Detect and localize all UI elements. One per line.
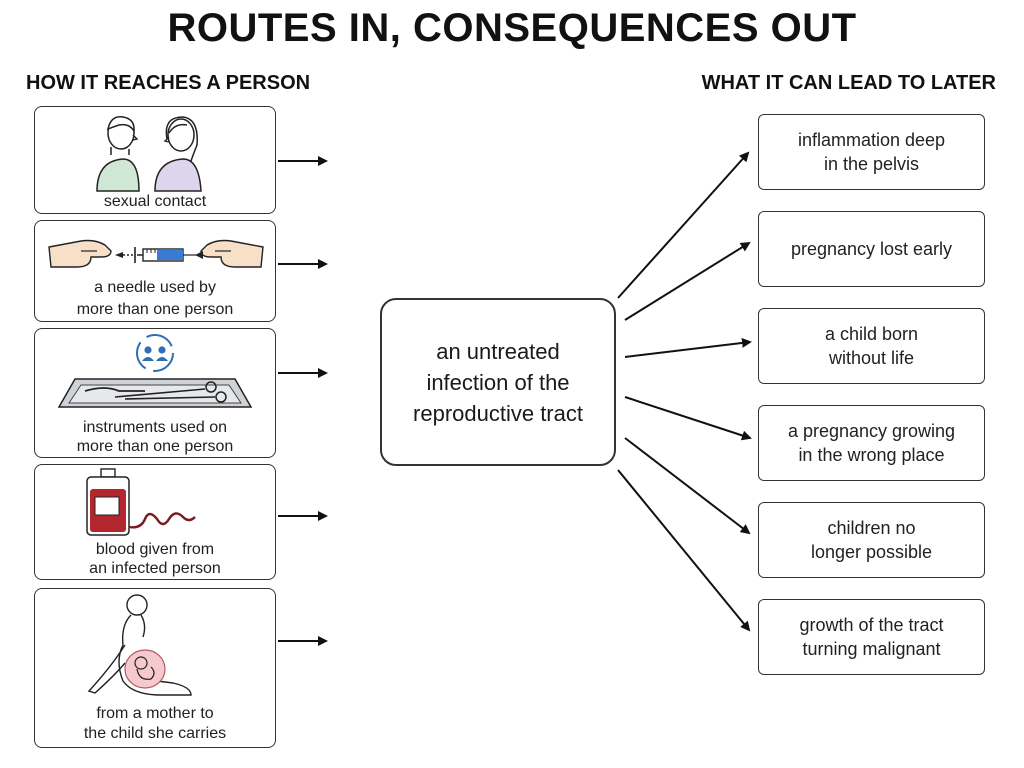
- consequence-line2: turning malignant: [802, 639, 941, 659]
- pregnant-mother-icon: [87, 594, 192, 696]
- consequence-early-pregnancy-loss: pregnancy lost early: [758, 211, 985, 287]
- consequence-line2: without life: [828, 348, 915, 368]
- central-line1: an untreated: [436, 338, 560, 364]
- route-label: sexual contact: [103, 193, 207, 210]
- route-mother-to-child: from a mother to the child she carries: [34, 588, 276, 748]
- consequence-line1: children no: [827, 518, 916, 538]
- route-label-line2: more than one person: [76, 438, 234, 455]
- consequence-line1: a pregnancy growing: [787, 421, 956, 441]
- consequence-cancer: growth of the tract turning malignant: [758, 599, 985, 675]
- consequence-line2: in the wrong place: [798, 445, 945, 465]
- consequence-infertility: children no longer possible: [758, 502, 985, 578]
- consequence-arrow: [617, 469, 751, 632]
- consequence-ectopic-pregnancy: a pregnancy growing in the wrong place: [758, 405, 985, 481]
- route-label-line2: an infected person: [89, 560, 221, 577]
- route-label-line1: blood given from: [95, 541, 215, 558]
- shared-syringe-icon: [48, 239, 264, 268]
- central-line3: reproductive tract: [413, 400, 583, 426]
- consequence-arrow: [624, 337, 752, 358]
- route-label-line2: more than one person: [76, 301, 234, 318]
- route-label-line1: a needle used by: [94, 279, 216, 296]
- route-label-line1: from a mother to: [96, 705, 214, 722]
- consequence-line1: growth of the tract: [799, 615, 944, 635]
- consequence-line2: longer possible: [810, 542, 933, 562]
- page-title: ROUTES IN, CONSEQUENCES OUT: [167, 6, 857, 50]
- route-label-line2: the child she carries: [83, 725, 227, 742]
- consequence-stillbirth: a child born without life: [758, 308, 985, 384]
- routes-heading: HOW IT REACHES A PERSON: [26, 72, 311, 94]
- central-line2: infection of the: [426, 369, 570, 395]
- consequence-line1: inflammation deep: [797, 130, 946, 150]
- two-people-icon: [96, 116, 202, 192]
- consequence-line2: in the pelvis: [823, 154, 920, 174]
- route-sexual-contact: sexual contact: [34, 106, 276, 214]
- consequence-pelvic-inflammation: inflammation deep in the pelvis: [758, 114, 985, 190]
- route-shared-instruments: instruments used on more than one person: [34, 328, 276, 458]
- consequence-arrow: [624, 396, 752, 441]
- route-shared-needle: a needle used by more than one person: [34, 220, 276, 322]
- central-condition: an untreated infection of the reproducti…: [380, 298, 616, 466]
- instrument-tray-icon: [57, 334, 253, 408]
- consequences-heading: WHAT IT CAN LEAD TO LATER: [701, 72, 996, 94]
- route-blood-transfusion: blood given from an infected person: [34, 464, 276, 580]
- route-label-line1: instruments used on: [82, 419, 228, 436]
- consequence-arrow: [624, 241, 751, 321]
- consequence-line1: a child born: [824, 324, 919, 344]
- consequence-line1: pregnancy lost early: [790, 239, 953, 259]
- consequence-arrow: [624, 437, 751, 535]
- blood-bag-icon: [86, 468, 196, 536]
- consequence-arrow: [617, 151, 750, 299]
